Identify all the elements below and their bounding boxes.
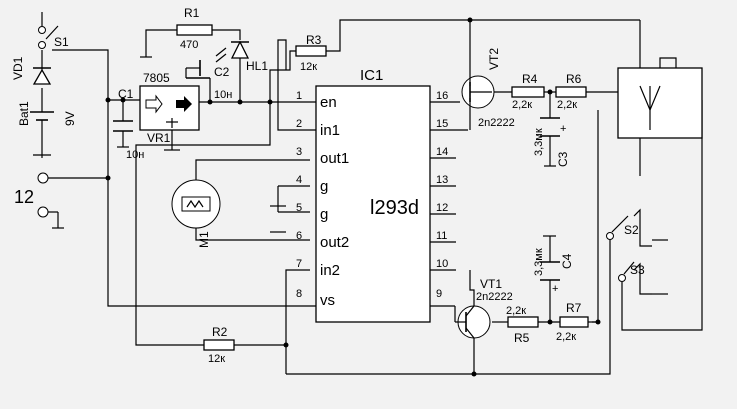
ic-pin-label: out2 bbox=[320, 234, 349, 251]
resistor-r2: R2 12к bbox=[203, 325, 235, 365]
regulator-vr1: 7805 VR1 bbox=[139, 71, 200, 145]
ic-pin-number: 12 bbox=[436, 202, 448, 214]
ic-pin-number: 7 bbox=[296, 258, 302, 270]
r6-ref: R6 bbox=[566, 72, 582, 86]
ic-left-pins: 1 en 2 in1 3 out1 4 g 5 g 6 out2 7 in2 8 vs bbox=[296, 90, 349, 309]
vt1-ref: VT1 bbox=[480, 277, 502, 291]
c4-plus: + bbox=[552, 283, 558, 295]
junction-dots bbox=[105, 17, 601, 377]
resistor-r1: R1 470 bbox=[176, 6, 213, 51]
resistor-r6: R6 2,2к bbox=[555, 72, 587, 111]
c4-value: 3,3мк bbox=[533, 248, 545, 276]
transistor-vt1: VT1 2n2222 bbox=[455, 277, 513, 339]
r2-value: 12к bbox=[208, 353, 225, 365]
bat-voltage: 9V bbox=[63, 111, 77, 126]
ic-pin-label: en bbox=[320, 94, 337, 111]
ic-pin-label: in2 bbox=[320, 262, 340, 279]
r4-ref: R4 bbox=[522, 72, 538, 86]
ic-pin-number: 13 bbox=[436, 174, 448, 186]
r7-value: 2,2к bbox=[556, 331, 576, 343]
battery-bat1: Bat1 9V bbox=[17, 101, 77, 127]
antenna-module bbox=[617, 67, 703, 139]
ic-right-pins: 16 15 14 13 12 11 10 9 bbox=[436, 90, 448, 300]
ic-pin-number: 1 bbox=[296, 90, 302, 102]
r3-value: 12к bbox=[300, 61, 317, 73]
ic-pin-number: 9 bbox=[436, 288, 442, 300]
c3-ref: C3 bbox=[556, 151, 570, 167]
capacitor-c4: + C4 3,3мк bbox=[533, 248, 574, 295]
hl1-label: HL1 bbox=[246, 59, 268, 73]
r4-value: 2,2к bbox=[512, 99, 532, 111]
capacitor-c3: + C3 3,3мк bbox=[533, 117, 570, 167]
input-voltage-label: 12 bbox=[14, 187, 34, 207]
ic-name: IC1 bbox=[360, 67, 383, 84]
r1-value: 470 bbox=[180, 39, 198, 51]
c4-ref: C4 bbox=[560, 253, 574, 269]
c2-value: 10н bbox=[214, 89, 232, 101]
vt2-part: 2n2222 bbox=[478, 117, 515, 129]
r3-ref: R3 bbox=[306, 33, 322, 47]
c1-ref: C1 bbox=[118, 87, 134, 101]
c3-plus: + bbox=[560, 123, 566, 135]
bat1-label: Bat1 bbox=[17, 101, 31, 126]
vt1-part: 2n2222 bbox=[476, 291, 513, 303]
ic-pin-number: 14 bbox=[436, 146, 448, 158]
diode-vd1: VD1 bbox=[11, 56, 52, 85]
c1-value: 10н bbox=[126, 149, 144, 161]
ic-pin-number: 15 bbox=[436, 118, 448, 130]
r2-ref: R2 bbox=[212, 325, 228, 339]
input-connector: 12 bbox=[14, 172, 49, 218]
vd1-label: VD1 bbox=[11, 56, 25, 80]
ic-pin-number: 8 bbox=[296, 288, 302, 300]
resistor-r7: R7 2,2к bbox=[556, 301, 589, 343]
capacitor-c2: C2 10н bbox=[186, 60, 232, 101]
ic-pin-label: g bbox=[320, 206, 328, 223]
ic-pin-number: 11 bbox=[436, 230, 447, 242]
ic-pin-label: out1 bbox=[320, 150, 349, 167]
ic-pin-label: vs bbox=[320, 292, 335, 309]
r5-value: 2,2к bbox=[506, 305, 526, 317]
ic-pin-number: 16 bbox=[436, 90, 448, 102]
ic-pin-number: 6 bbox=[296, 230, 302, 242]
c3-value: 3,3мк bbox=[533, 128, 545, 156]
resistor-r4: R4 2,2к bbox=[511, 72, 545, 111]
m1-label: M1 bbox=[197, 231, 211, 248]
c2-ref: C2 bbox=[214, 65, 230, 79]
ic-pin-number: 5 bbox=[296, 202, 302, 214]
ic-pin-label: g bbox=[320, 178, 328, 195]
resistor-r5: 2,2к R5 bbox=[506, 305, 539, 345]
resistor-r3: R3 12к bbox=[295, 33, 327, 73]
ic-pin-number: 10 bbox=[436, 258, 448, 270]
switch-s3: S3 bbox=[618, 261, 645, 282]
ic-pin-number: 2 bbox=[296, 118, 302, 130]
r5-ref: R5 bbox=[514, 331, 530, 345]
ic-pin-number: 4 bbox=[296, 174, 302, 186]
switch-s1: S1 bbox=[38, 12, 69, 49]
r7-ref: R7 bbox=[566, 301, 582, 315]
regulator-ref: VR1 bbox=[147, 131, 171, 145]
s2-label: S2 bbox=[624, 223, 639, 237]
r6-value: 2,2к bbox=[557, 99, 577, 111]
switch-s2: S2 bbox=[606, 215, 639, 240]
regulator-part: 7805 bbox=[143, 71, 170, 85]
transistor-vt2: VT2 2n2222 bbox=[461, 48, 515, 130]
capacitor-c1: C1 10н bbox=[113, 87, 144, 161]
ic-l293d: IC1 l293d bbox=[315, 67, 431, 323]
ic-pin-label: in1 bbox=[320, 122, 340, 139]
led-hl1: HL1 bbox=[215, 40, 268, 73]
s3-label: S3 bbox=[630, 263, 645, 277]
motor-m1: M1 bbox=[171, 179, 221, 248]
r1-ref: R1 bbox=[184, 6, 200, 20]
vt2-ref: VT2 bbox=[487, 48, 501, 70]
ic-part: l293d bbox=[370, 197, 419, 219]
ic-pin-number: 3 bbox=[296, 146, 302, 158]
s1-label: S1 bbox=[54, 35, 69, 49]
